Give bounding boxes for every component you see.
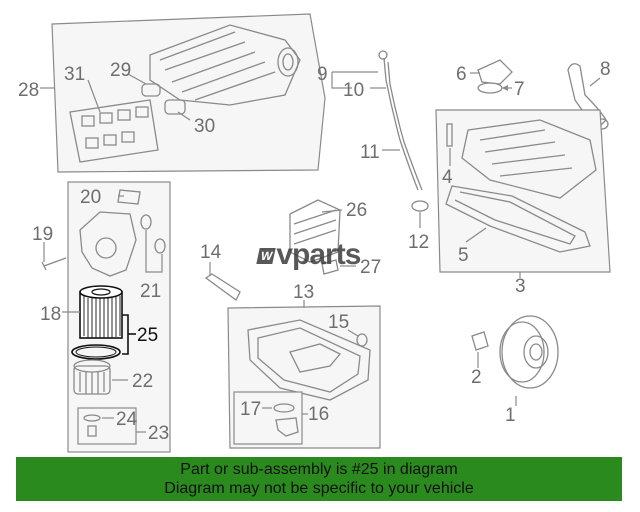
info-banner: Part or sub-assembly is #25 in diagram D… [16,457,622,501]
callout-11: 11 [360,142,380,163]
intake-manifold-group[interactable] [40,13,326,173]
dipstick-seal-part [411,200,429,212]
dipstick-group[interactable] [331,50,429,228]
sensor-part [446,123,453,147]
banner-line-1: Part or sub-assembly is #25 in diagram [180,461,458,478]
drain-plug-part [87,425,97,437]
callout-28: 28 [18,80,39,101]
callout-16: 16 [308,404,329,425]
callout-19: 19 [32,224,53,245]
callout-10: 10 [343,80,364,101]
pipe-14-part [204,273,241,301]
callout-14: 14 [200,242,222,263]
callout-1: 1 [505,405,516,426]
callout-5: 5 [458,245,469,266]
callout-21: 21 [140,281,161,302]
dipstick-part [383,57,419,191]
manifold-gasket-part [69,99,159,163]
oil-pan-part [247,319,371,401]
callout-27: 27 [360,257,381,278]
banner-line-2: Diagram may not be specific to your vehi… [164,480,474,497]
valve-cover-gasket-part [445,185,591,253]
pulley-bolt-part [471,331,489,351]
callout-8: 8 [600,59,611,80]
callout-22: 22 [132,371,153,392]
callout-29: 29 [110,60,131,81]
filter-o-ring-part [71,344,121,360]
callout-13: 13 [293,282,314,303]
drain-plug-15-part [356,333,368,347]
oil-cap-group[interactable] [470,59,513,94]
callout-labels: 1 2 3 4 5 6 7 8 9 10 11 12 13 14 15 16 1… [18,59,611,444]
oil-filter-group[interactable] [41,181,171,453]
oil-level-sensor-part [275,417,299,437]
callout-4: 4 [442,167,453,188]
pulley-group[interactable] [471,315,559,406]
valve-cover-group[interactable] [435,109,611,278]
gasket-29-part [141,83,161,97]
oil-pan-group[interactable] [227,300,381,449]
callout-25: 25 [137,325,158,346]
oil-cooler-part [289,199,341,263]
oil-filter-element-part [79,285,123,339]
callout-24: 24 [116,409,138,430]
callout-26: 26 [346,200,367,221]
watermark-badge: W [256,248,277,265]
oil-cooler-group[interactable] [289,199,356,275]
callout-20: 20 [80,187,101,208]
oil-cap-part [477,59,513,85]
pulley-part [501,315,559,389]
callout-7: 7 [514,79,525,100]
filter-cap-part [73,359,111,395]
gasket-30-part [164,99,186,115]
callout-18: 18 [40,304,61,325]
callout-12: 12 [408,232,429,253]
callout-3: 3 [515,276,526,297]
cap-seal-part [477,82,503,94]
intake-manifold-box [51,13,326,173]
valve-cover-part [461,119,597,199]
callout-15: 15 [328,312,349,333]
callout-6: 6 [456,64,467,85]
callout-30: 30 [194,116,215,137]
connector-27-part [321,259,339,275]
callout-31: 31 [64,64,85,85]
pipe-14-group[interactable] [204,262,241,301]
callout-23: 23 [148,423,169,444]
gasket-20-part [117,189,141,205]
callout-2: 2 [471,367,482,388]
bolt-19-part [41,257,67,271]
callout-17: 17 [240,399,261,420]
watermark-text: vparts [276,238,361,271]
callout-9: 9 [317,64,328,85]
filter-housing-part [79,211,137,277]
